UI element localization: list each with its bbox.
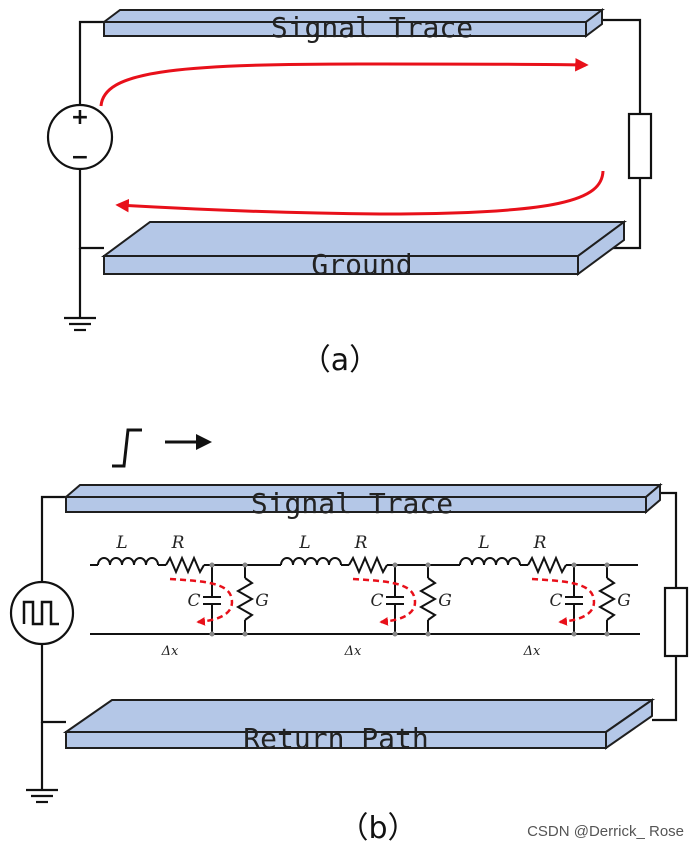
resistor-label: R bbox=[171, 533, 185, 553]
ground-symbol-b bbox=[26, 788, 58, 804]
source-minus-sign: − bbox=[71, 145, 89, 170]
load-resistor-b bbox=[663, 586, 689, 658]
inductor-icon bbox=[280, 557, 342, 566]
signal-trace-label-a: Signal Trace bbox=[271, 11, 473, 44]
conductance-label: G bbox=[255, 591, 269, 611]
return-path-label: Return Path bbox=[243, 722, 428, 755]
resistor-icon bbox=[527, 555, 567, 575]
conductance-label: G bbox=[617, 591, 631, 611]
signal-trace-slab-a bbox=[101, 8, 605, 38]
segment-length-label: Δx bbox=[344, 644, 362, 659]
ground-label: Ground bbox=[311, 248, 412, 281]
capacitor-label: C bbox=[187, 591, 200, 611]
inductor-label: L bbox=[477, 533, 489, 553]
ground-slab bbox=[100, 220, 628, 276]
capacitor-label: C bbox=[549, 591, 562, 611]
dc-voltage-source-icon: + − bbox=[46, 103, 114, 171]
load-resistor-a bbox=[627, 112, 653, 180]
return-current-arrow bbox=[115, 170, 605, 216]
inductor-label: L bbox=[115, 533, 127, 553]
signal-trace-label-b: Signal Trace bbox=[251, 487, 453, 520]
panel-b: Signal Trace Return Path bbox=[9, 428, 689, 846]
rlcg-segment: L R C G Δx bbox=[90, 533, 269, 659]
panel-b-wires bbox=[40, 491, 678, 790]
source-plus-sign: + bbox=[71, 105, 89, 130]
caption-a: （a） bbox=[301, 343, 379, 378]
inductor-label: L bbox=[298, 533, 310, 553]
resistor-label: R bbox=[354, 533, 368, 553]
ground-symbol-a bbox=[64, 316, 96, 332]
conductance-label: G bbox=[438, 591, 452, 611]
resistor-icon bbox=[165, 555, 205, 575]
segment-length-label: Δx bbox=[161, 644, 179, 659]
panel-a: + − Signal Trace Ground （a） bbox=[46, 8, 653, 378]
resistor-icon bbox=[348, 555, 388, 575]
capacitor-label: C bbox=[370, 591, 383, 611]
pulse-source-icon bbox=[9, 580, 75, 646]
segment-length-label: Δx bbox=[523, 644, 541, 659]
rlcg-segment: L R C G Δx bbox=[264, 533, 452, 659]
inductor-icon bbox=[459, 557, 521, 566]
signal-trace-slab-b bbox=[63, 482, 663, 515]
displacement-current-arrow bbox=[531, 577, 596, 626]
caption-b: （b） bbox=[338, 811, 417, 846]
panel-a-wires bbox=[78, 18, 642, 318]
right-arrow-icon bbox=[165, 434, 212, 450]
inductor-icon bbox=[97, 557, 159, 566]
resistor-label: R bbox=[533, 533, 547, 553]
rlcg-segment: L R C G Δx bbox=[447, 533, 638, 659]
step-signal-icon bbox=[112, 428, 142, 468]
displacement-current-arrow bbox=[169, 577, 234, 626]
displacement-current-arrow bbox=[352, 577, 417, 626]
forward-current-arrow bbox=[99, 58, 589, 107]
return-path-slab bbox=[62, 698, 656, 750]
watermark: CSDN @Derrick_ Rose bbox=[527, 823, 684, 840]
